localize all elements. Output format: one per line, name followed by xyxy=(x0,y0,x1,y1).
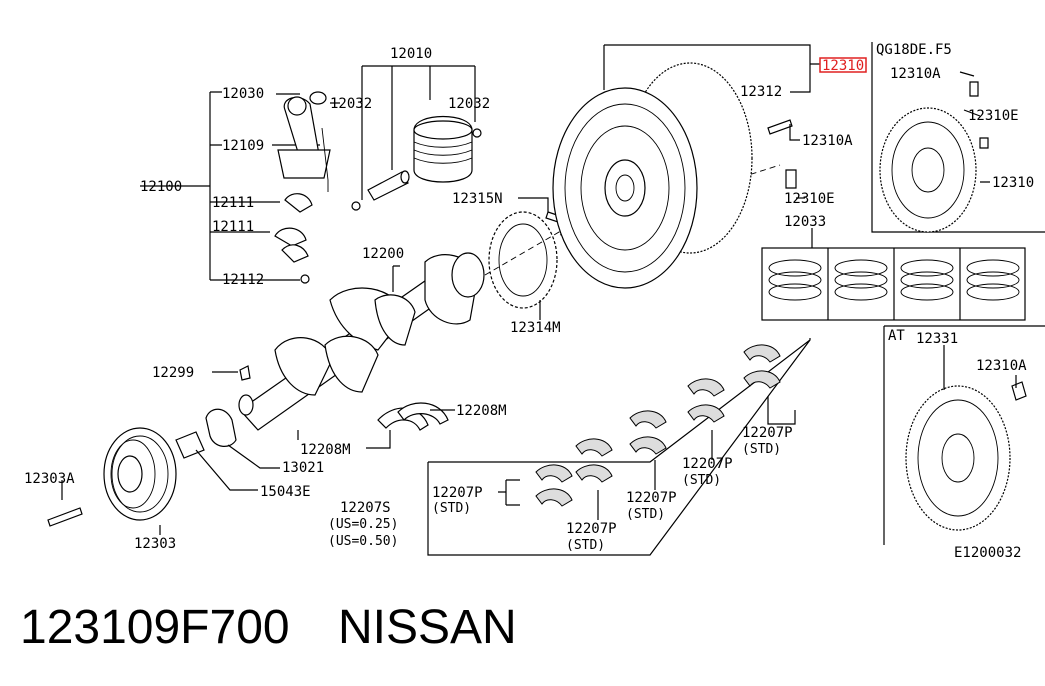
label-12315N: 12315N xyxy=(452,191,503,207)
label-12010: 12010 xyxy=(390,46,432,62)
label-13021: 13021 xyxy=(282,460,324,476)
label-12207P-2: 12207P xyxy=(566,521,617,537)
label-12310A-main: 12310A xyxy=(802,133,853,149)
label-12200: 12200 xyxy=(362,246,404,262)
label-12310E-qg: 12310E xyxy=(968,108,1019,124)
label-12310A-qg: 12310A xyxy=(890,66,941,82)
label-12303: 12303 xyxy=(134,536,176,552)
piston-rings-box xyxy=(761,228,1026,321)
label-us-050: (US=0.50) xyxy=(328,534,398,549)
label-12032-right: 12032 xyxy=(448,96,490,112)
label-12111-lower: 12111 xyxy=(212,219,254,235)
label-12312: 12312 xyxy=(740,84,782,100)
label-std-4: (STD) xyxy=(682,473,721,488)
label-12207P-4: 12207P xyxy=(682,456,733,472)
label-12112: 12112 xyxy=(222,272,264,288)
flywheel-main xyxy=(552,44,867,289)
label-at: AT xyxy=(888,328,905,344)
label-12207P-5: 12207P xyxy=(742,425,793,441)
connecting-rod xyxy=(140,91,340,284)
label-12207P-1: 12207P xyxy=(432,485,483,501)
label-std-5: (STD) xyxy=(742,442,781,457)
label-qg18de-f5: QG18DE.F5 xyxy=(876,42,952,58)
label-12299: 12299 xyxy=(152,365,194,381)
label-12310E-main: 12310E xyxy=(784,191,835,207)
label-12331: 12331 xyxy=(916,331,958,347)
label-diagram-code: E1200032 xyxy=(954,545,1021,561)
label-12310-qg: 12310 xyxy=(992,175,1034,191)
label-12033: 12033 xyxy=(784,214,826,230)
callout-labels: 12010 12030 12032 12032 12109 12100 1211… xyxy=(24,42,1034,561)
label-12207P-3: 12207P xyxy=(626,490,677,506)
label-12310A-at: 12310A xyxy=(976,358,1027,374)
label-std-2: (STD) xyxy=(566,538,605,553)
thrust-bearings xyxy=(366,402,455,449)
label-std-3: (STD) xyxy=(626,507,665,522)
label-12100: 12100 xyxy=(140,179,182,195)
label-12208M-right: 12208M xyxy=(456,403,507,419)
label-12109: 12109 xyxy=(222,138,264,154)
label-12032-left: 12032 xyxy=(330,96,372,112)
label-15043E: 15043E xyxy=(260,484,311,500)
label-12303A: 12303A xyxy=(24,471,75,487)
label-12208M-left: 12208M xyxy=(300,442,351,458)
label-12111-upper: 12111 xyxy=(212,195,254,211)
main-bearings-box xyxy=(427,338,811,556)
qg18de-flywheel xyxy=(871,42,1045,233)
at-drive-plate xyxy=(883,325,1045,545)
label-12310-highlight: 12310 xyxy=(822,58,864,74)
part-number: 123109F700 xyxy=(20,601,290,654)
crankshaft xyxy=(212,252,485,440)
label-12030: 12030 xyxy=(222,86,264,102)
brand-name: NISSAN xyxy=(338,601,517,654)
label-12207S: 12207S xyxy=(340,500,391,516)
label-std-1: (STD) xyxy=(432,501,471,516)
label-12314M: 12314M xyxy=(510,320,561,336)
piston-assembly xyxy=(351,65,482,211)
label-us-025: (US=0.25) xyxy=(328,517,398,532)
crank-pulley xyxy=(47,408,280,535)
